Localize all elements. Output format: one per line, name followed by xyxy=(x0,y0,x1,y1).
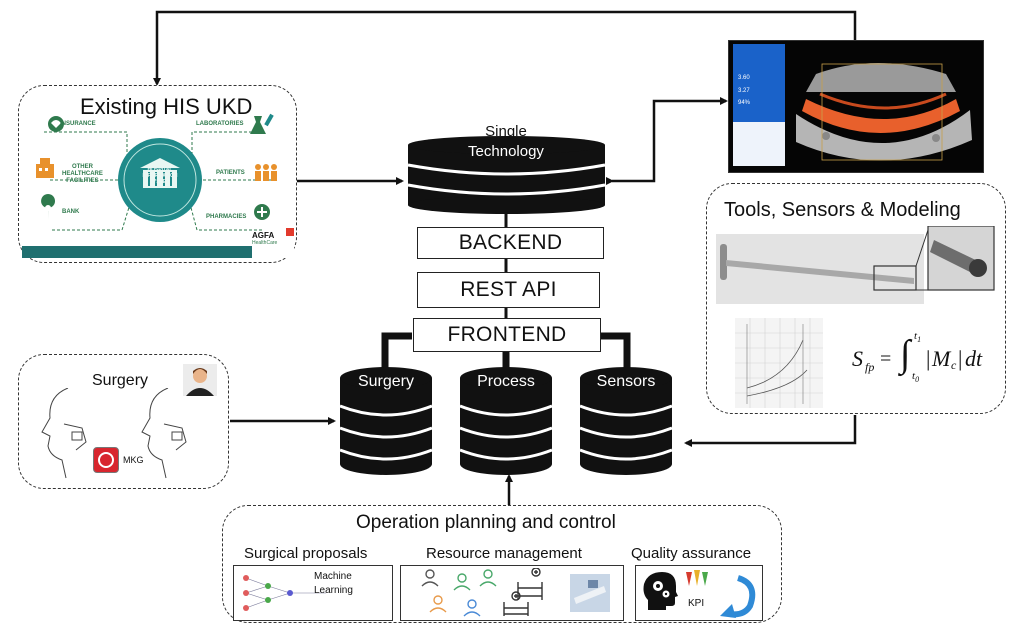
his-node-bank: BANK xyxy=(62,209,80,215)
frontend-to-sensors-db xyxy=(600,332,631,370)
monitor-readout-2: 3.27 xyxy=(738,88,750,94)
neural-network-icon xyxy=(243,575,326,611)
surgery-db-label: Surgery xyxy=(357,373,415,390)
backend-box: BACKEND xyxy=(417,227,604,259)
resource-management-title: Resource management xyxy=(426,545,582,562)
surgeon-avatar xyxy=(183,364,217,396)
surgery-title: Surgery xyxy=(92,372,149,389)
staff-icons xyxy=(421,568,610,617)
rest-api-label: REST API xyxy=(460,278,557,301)
refresh-arrow-icon xyxy=(720,575,756,618)
his-center-label: HOSPITAL INFORMATION SYSTEM xyxy=(142,167,178,185)
agfa-logo-sub: HealthCare xyxy=(252,240,278,246)
single-technology-db xyxy=(407,136,606,214)
insurance-icon xyxy=(48,116,64,132)
arrow-monitor-to-his xyxy=(153,10,857,86)
frontend-label: FRONTEND xyxy=(447,323,567,346)
monitor-readout-3: 94% xyxy=(738,100,751,106)
surgical-proposals-title: Surgical proposals xyxy=(244,545,368,562)
jaw-model xyxy=(796,63,972,161)
his-node-laboratories: LABORATORIES xyxy=(196,121,244,127)
his-node-facilities: OTHER HEALTHCARE FACILITIES xyxy=(62,164,103,184)
sensors-db-label: Sensors xyxy=(596,373,656,390)
kpi-label: KPI xyxy=(688,598,705,609)
mkg-label: MKG xyxy=(123,455,144,465)
his-node-pharmacies: PHARMACIES xyxy=(206,214,247,220)
face-profiles xyxy=(41,388,187,479)
tool-photo xyxy=(716,226,995,304)
facilities-icon xyxy=(36,158,54,178)
his-title: Existing HIS UKD xyxy=(80,94,253,119)
sensors-db xyxy=(579,367,673,475)
tools-title: Tools, Sensors & Modeling xyxy=(724,199,961,221)
patients-icon xyxy=(255,164,277,181)
his-diagram xyxy=(22,113,294,258)
his-node-insurance: INSURANCE xyxy=(60,121,96,127)
process-db-label: Process xyxy=(477,373,535,390)
rest-api-box: REST API xyxy=(417,272,600,308)
monitor-sidebar-list xyxy=(733,122,785,166)
mkg-logo-ring xyxy=(98,452,114,468)
frontend-to-surgery-db xyxy=(381,332,412,370)
machine-learning-label: Machine Learning xyxy=(314,571,353,596)
planning-title: Operation planning and control xyxy=(356,512,616,533)
kpi-gauge-icon xyxy=(686,570,708,586)
head-gears-icon xyxy=(643,572,678,610)
his-node-patients: PATIENTS xyxy=(216,170,245,176)
laboratories-icon xyxy=(250,113,274,134)
pharmacies-icon xyxy=(254,204,270,220)
arrow-db-to-monitor xyxy=(606,97,728,185)
arrow-tools-to-sensors xyxy=(684,415,857,447)
torque-plot xyxy=(735,318,823,408)
surgery-db xyxy=(339,367,433,475)
process-db xyxy=(459,367,553,475)
monitor-readout-1: 3.60 xyxy=(738,75,750,81)
agfa-logo: AGFA xyxy=(252,231,275,240)
quality-assurance-title: Quality assurance xyxy=(631,545,752,562)
bank-icon xyxy=(41,194,56,220)
backend-label: BACKEND xyxy=(458,231,563,254)
frontend-box: FRONTEND xyxy=(413,318,601,352)
